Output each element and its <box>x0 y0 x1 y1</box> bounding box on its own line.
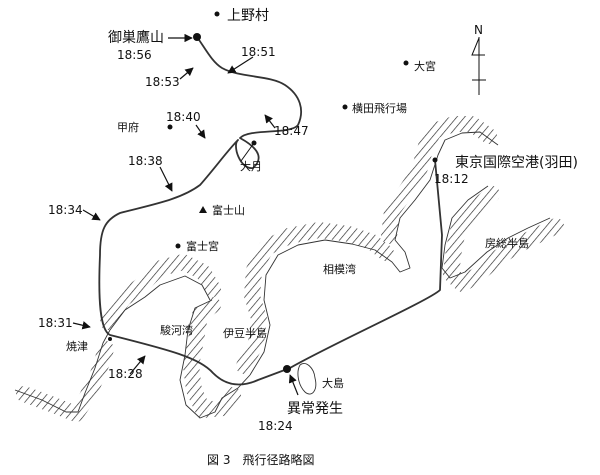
label-yaizu: 焼津 <box>66 340 88 353</box>
arrow-1847 <box>264 114 276 129</box>
label-yokota: 横田飛行場 <box>352 101 407 115</box>
time-1851: 18:51 <box>241 45 276 59</box>
haneda-dot <box>432 157 438 163</box>
time-1838: 18:38 <box>128 154 163 168</box>
fujinomiya-dot <box>175 243 181 249</box>
time-1824: 18:24 <box>258 419 293 433</box>
time-1831: 18:31 <box>38 316 73 330</box>
arrow-1853 <box>179 67 194 80</box>
anomaly-marker <box>283 365 291 373</box>
label-fujinomiya: 富士宮 <box>186 239 219 253</box>
uenomura-dot <box>214 11 220 17</box>
suruga-north-coast-hatch <box>100 254 221 330</box>
arrow-1828 <box>129 355 146 375</box>
label-omiya: 大宮 <box>414 59 436 73</box>
oshima-island <box>297 363 317 395</box>
izu-west-coast <box>179 299 251 419</box>
boso-coast <box>441 185 551 279</box>
arrow-1831 <box>72 321 91 330</box>
label-haneda: 東京国際空港(羽田) <box>455 155 578 171</box>
arrow-1840 <box>195 124 206 139</box>
izu-west-coast-hatch <box>183 297 241 418</box>
yokota-dot <box>342 104 348 110</box>
figure-caption: 図 3 飛行径路略図 <box>207 452 314 467</box>
compass-n-label: N <box>474 23 483 37</box>
crash-site-marker <box>193 33 201 41</box>
label-otsuki: 大月 <box>240 159 262 173</box>
arrow-1851 <box>227 56 254 74</box>
suruga-north-coast <box>109 275 211 331</box>
omiya-dot <box>403 60 409 66</box>
izu-east-sagami-coast-hatch <box>236 222 394 374</box>
label-boso-peninsula: 房総半島 <box>485 236 529 250</box>
label-suruga-bay: 駿河湾 <box>160 323 193 337</box>
time-1856: 18:56 <box>117 48 152 62</box>
label-crash-site: 御巣鷹山 <box>108 30 164 46</box>
suruga-west-coast-hatch <box>16 341 114 422</box>
tokyo-bay-west-coast-hatch <box>381 116 497 244</box>
label-sagami-bay: 相模湾 <box>323 262 356 276</box>
yaizu-dot <box>108 337 112 341</box>
izu-east-sagami-coast <box>249 239 411 376</box>
flight-path <box>98 36 443 386</box>
time-1840: 18:40 <box>166 110 201 124</box>
label-kofu: 甲府 <box>117 120 139 134</box>
mount-fuji-triangle-icon <box>199 206 207 213</box>
arrow-1838 <box>159 166 173 192</box>
time-1853: 18:53 <box>145 75 180 89</box>
label-izu-peninsula: 伊豆半島 <box>223 326 267 340</box>
north-compass: N <box>471 23 486 95</box>
time-1812: 18:12 <box>434 172 469 186</box>
label-anomaly: 異常発生 <box>287 401 343 417</box>
tokyo-bay-west-coast <box>394 131 499 241</box>
time-1828: 18:28 <box>108 367 143 381</box>
otsuki-leader <box>240 142 255 162</box>
label-fujisan: 富士山 <box>212 203 245 217</box>
arrow-anomaly <box>288 374 299 396</box>
kofu-dot <box>167 124 173 130</box>
label-oshima: 大島 <box>322 376 344 390</box>
coastlines <box>14 116 564 422</box>
boso-coast-hatch <box>443 186 564 292</box>
arrow-1834 <box>82 209 101 221</box>
time-1834: 18:34 <box>48 203 83 217</box>
label-uenomura: 上野村 <box>227 8 269 24</box>
suruga-west-coast <box>14 329 111 413</box>
time-1847: 18:47 <box>274 124 309 138</box>
